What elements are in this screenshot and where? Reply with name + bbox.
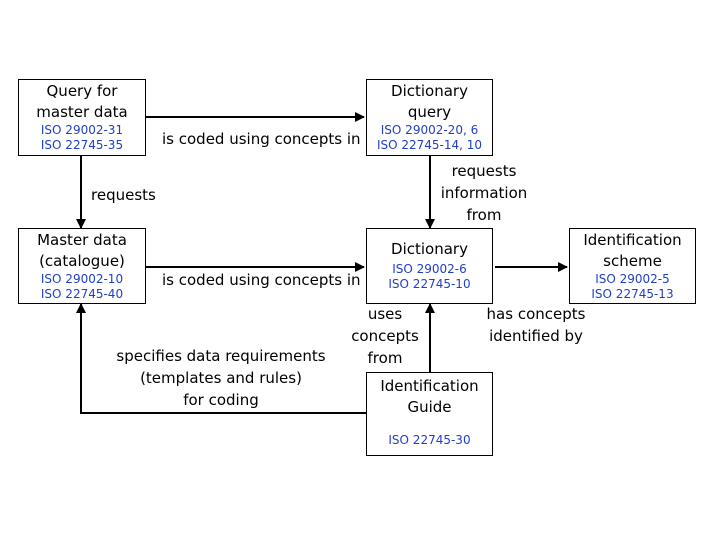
standard-ref: ISO 22745-14, 10 bbox=[376, 138, 483, 152]
arrow-guide-to-master bbox=[76, 303, 366, 414]
box-title: Identification bbox=[583, 231, 682, 249]
standard-ref: ISO 22745-40 bbox=[40, 287, 124, 301]
label-requests: requests bbox=[91, 186, 156, 204]
master-data-box: Master data (catalogue) ISO 29002-10 ISO… bbox=[18, 228, 146, 304]
standard-ref: ISO 22745-10 bbox=[388, 277, 471, 291]
label-line: for coding bbox=[183, 391, 259, 409]
label-line: requests bbox=[451, 162, 517, 180]
box-title: Dictionary bbox=[391, 240, 468, 258]
label-line: (templates and rules) bbox=[140, 369, 302, 387]
label-line: concepts bbox=[351, 327, 419, 345]
box-title: master data bbox=[36, 103, 128, 121]
label-line: information bbox=[440, 184, 528, 202]
standard-ref: ISO 29002-31 bbox=[40, 123, 124, 137]
box-title: Master data bbox=[37, 231, 127, 249]
identification-guide-box: Identification Guide ISO 22745-30 bbox=[366, 372, 493, 456]
dictionary-box: Dictionary ISO 29002-6 ISO 22745-10 bbox=[366, 228, 493, 304]
label-line: uses bbox=[367, 305, 403, 323]
box-title: Query for bbox=[46, 82, 118, 100]
box-title: Guide bbox=[407, 398, 452, 416]
standard-ref: ISO 29002-6 bbox=[392, 262, 467, 276]
label-line: from bbox=[466, 206, 502, 224]
label-has-concepts-identified-by: has concepts identified by bbox=[484, 303, 588, 347]
box-title: (catalogue) bbox=[39, 252, 125, 270]
standard-ref: ISO 29002-5 bbox=[595, 272, 670, 286]
label-requests-information-from: requests information from bbox=[436, 160, 532, 226]
query-for-master-data-box: Query for master data ISO 29002-31 ISO 2… bbox=[18, 79, 146, 156]
identification-scheme-box: Identification scheme ISO 29002-5 ISO 22… bbox=[569, 228, 696, 304]
standard-ref: ISO 22745-13 bbox=[591, 287, 674, 301]
standard-ref: ISO 22745-35 bbox=[40, 138, 124, 152]
box-title: query bbox=[407, 103, 452, 121]
standard-ref: ISO 29002-20, 6 bbox=[380, 123, 479, 137]
label-coded-mid: is coded using concepts in bbox=[162, 271, 361, 289]
box-title: Dictionary bbox=[391, 82, 468, 100]
label-line: identified by bbox=[489, 327, 583, 345]
label-coded-top: is coded using concepts in bbox=[162, 130, 361, 148]
label-line: specifies data requirements bbox=[116, 347, 326, 365]
label-line: has concepts bbox=[486, 305, 586, 323]
standard-ref: ISO 22745-30 bbox=[388, 433, 471, 447]
label-line: from bbox=[367, 349, 403, 367]
box-title: scheme bbox=[603, 252, 662, 270]
standard-ref: ISO 29002-10 bbox=[40, 272, 124, 286]
label-uses-concepts-from: uses concepts from bbox=[346, 303, 424, 369]
label-specifies-data-requirements: specifies data requirements (templates a… bbox=[112, 345, 330, 411]
dictionary-query-box: Dictionary query ISO 29002-20, 6 ISO 227… bbox=[366, 79, 493, 156]
box-title: Identification bbox=[380, 377, 479, 395]
